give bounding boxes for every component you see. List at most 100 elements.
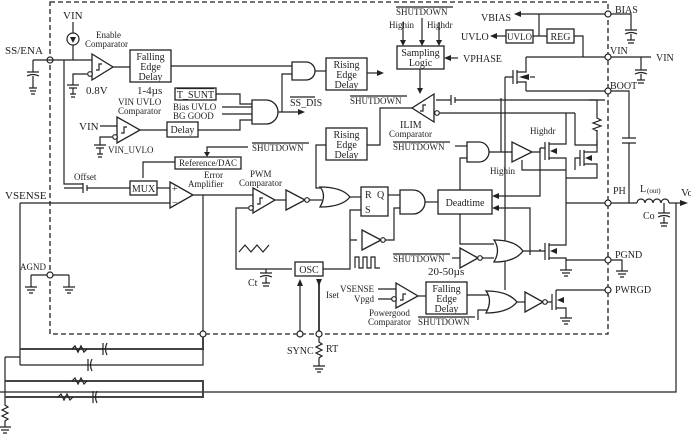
resistor-icon <box>591 113 603 132</box>
block-text: Reference/DAC <box>179 158 237 168</box>
or-gate-low-side <box>492 239 524 263</box>
pin-label-pwrgd: PWRGD <box>615 285 651 296</box>
label-enable: Enable <box>96 30 121 40</box>
clock-waveform-icon <box>354 256 380 269</box>
label-l-out-sub: (out) <box>647 187 661 195</box>
block-text: REG <box>551 32 571 43</box>
reference-dac <box>174 156 242 170</box>
label-vphase: VPHASE <box>463 54 502 65</box>
pin-ph <box>604 199 612 207</box>
enable-comparator <box>91 52 115 82</box>
block-text: Edge <box>336 140 357 151</box>
falling-edge-delay-1 <box>129 49 172 83</box>
label-1-4us: 1-4µs <box>137 85 162 97</box>
label-r: R <box>365 190 372 201</box>
block-text: Delay <box>171 125 195 136</box>
high-side-mosfet-icon <box>540 113 567 203</box>
falling-edge-delay-2 <box>425 281 468 315</box>
comp-capacitor-3-icon <box>92 390 98 404</box>
label-plus: + <box>172 184 178 195</box>
pin-label-sync: SYNC <box>287 346 314 357</box>
label-vin-uvlo-ref: VIN_UVLO <box>108 145 154 155</box>
label-shutdown-ilim: SHUTDOWN <box>350 96 402 106</box>
reference-battery-icon <box>67 84 79 98</box>
label-l-out: L <box>640 184 646 195</box>
comp-resistor-3-icon <box>57 392 74 402</box>
block-text: MUX <box>132 184 156 195</box>
block-text: Sampling <box>401 48 439 59</box>
rising-edge-delay-2 <box>325 127 368 161</box>
pin-label-ph: PH <box>613 186 626 197</box>
block-text: Edge <box>336 70 357 81</box>
pin-pwrgd <box>604 286 612 294</box>
pin-label-ss-ena: SS/ENA <box>5 45 43 57</box>
label-iset: Iset <box>326 290 339 300</box>
label-co: Co <box>643 211 655 222</box>
label-uvlo-out: UVLO <box>461 32 489 43</box>
inverter-clock <box>361 228 383 252</box>
vin-uvlo-comparator <box>116 115 142 145</box>
error-amplifier <box>169 180 195 210</box>
label-shutdown-ref: SHUTDOWN <box>252 143 304 153</box>
and-gate-highside <box>466 141 490 163</box>
block-text: Rising <box>333 60 359 71</box>
label-bias-uvlo: Bias UVLO <box>173 102 217 112</box>
pin-pgnd <box>604 256 612 264</box>
label-s: S <box>365 205 371 216</box>
label-shutdown-hs: SHUTDOWN <box>393 142 445 152</box>
block-text: Delay <box>139 72 163 83</box>
pin-bias <box>604 10 612 18</box>
ilim-comparator <box>410 92 435 124</box>
inductor-icon <box>636 198 670 204</box>
pin-label-pgnd: PGND <box>615 250 642 261</box>
sawtooth-icon <box>238 244 270 253</box>
label-highin: Highin <box>389 20 415 30</box>
label-error: Error <box>204 170 223 180</box>
label-ilim-comparator: Comparator <box>389 129 432 139</box>
pin-label-vsense: VSENSE <box>5 190 47 202</box>
comp-capacitor-1-icon <box>102 342 108 356</box>
block-text: Edge <box>140 62 161 73</box>
pin-label-agnd: AGND <box>20 262 46 272</box>
and-gate-uvlo <box>251 99 279 125</box>
block-text: Deadtime <box>446 198 485 209</box>
label-shutdown-pg: SHUTDOWN <box>418 317 470 327</box>
current-source-icon <box>66 32 80 46</box>
or-gate-reset <box>318 186 351 208</box>
capacitor-icon <box>26 60 40 95</box>
block-text: Delay <box>335 80 359 91</box>
pin-comp <box>199 330 207 338</box>
label-vo: Vo <box>681 187 691 199</box>
pin-label-bias: BIAS <box>615 5 638 16</box>
inverter-low-side <box>459 246 480 270</box>
pwrgd-mosfet-icon <box>551 289 605 325</box>
label-pg-comparator: Comparator <box>368 317 411 327</box>
label-bg-good: BG GOOD <box>173 111 214 121</box>
label-vin-uvlo-input: VIN <box>79 121 99 133</box>
pin-label-rt: RT <box>326 344 338 355</box>
and-gate-pwm <box>399 189 426 215</box>
osc-block <box>294 261 324 277</box>
label-vin-external: VIN <box>656 53 674 64</box>
pin-label-boot: BOOT <box>610 81 637 92</box>
pin-agnd <box>46 271 54 279</box>
label-pwm-comparator: Comparator <box>239 178 282 188</box>
block-text: Logic <box>409 58 433 69</box>
label-vin-uvlo-comparator: Comparator <box>118 106 161 116</box>
or-gate-pwrgd <box>484 290 518 314</box>
label-highdr-driver: Highdr <box>530 126 556 136</box>
rt-resistor-icon <box>313 337 325 373</box>
ic-boundary <box>49 1 609 335</box>
comp-resistor-1-icon <box>71 344 88 354</box>
label-vin-top: VIN <box>63 10 83 22</box>
and-gate-ss <box>291 61 316 81</box>
block-text: Falling <box>432 284 460 295</box>
label-t-sunt: T_SUNT <box>177 90 214 101</box>
low-side-mosfet-icon <box>540 203 572 277</box>
label-highin-driver: Highin <box>490 166 516 176</box>
resistor-wire <box>574 113 598 146</box>
block-text: Delay <box>435 304 459 315</box>
label-vin-uvlo: VIN UVLO <box>118 97 162 107</box>
label-vbias: VBIAS <box>481 13 511 24</box>
